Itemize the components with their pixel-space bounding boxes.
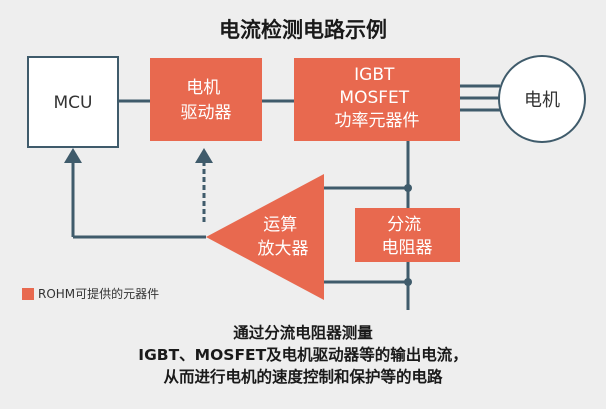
- junction-bottom: [404, 278, 412, 286]
- junction-top: [404, 184, 412, 192]
- mcu-label: MCU: [54, 93, 93, 113]
- arrow-to-mcu: [64, 148, 82, 163]
- mcu-block: [27, 56, 119, 148]
- op-amp-triangle: [206, 174, 324, 300]
- caption-line-2: IGBT、MOSFET及电机驱动器等的输出电流，: [138, 346, 468, 364]
- motor-label: 电机: [524, 90, 560, 111]
- wires: [71, 84, 500, 310]
- caption: 通过分流电阻器测量 IGBT、MOSFET及电机驱动器等的输出电流， 从而进行电…: [0, 322, 606, 388]
- caption-line-3: 从而进行电机的速度控制和保护等的电路: [163, 368, 443, 386]
- shunt-label: 分流 电阻器: [382, 215, 433, 258]
- legend: ROHM可提供的元器件: [22, 285, 159, 302]
- motor-driver-block: [150, 58, 262, 141]
- page-title: 电流检测电路示例: [219, 18, 387, 42]
- power-label: IGBT MOSFET 功率元器件: [335, 65, 420, 131]
- caption-line-1: 通过分流电阻器测量: [233, 324, 373, 342]
- driver-label: 电机 驱动器: [181, 78, 232, 123]
- amp-label: 运算 放大器: [258, 215, 309, 259]
- arrow-to-driver: [195, 148, 213, 163]
- shunt-resistor-block: [355, 208, 460, 262]
- legend-swatch: [22, 287, 34, 300]
- legend-label: ROHM可提供的元器件: [38, 287, 160, 301]
- motor-circle: [498, 55, 586, 143]
- power-device-block: [294, 58, 460, 141]
